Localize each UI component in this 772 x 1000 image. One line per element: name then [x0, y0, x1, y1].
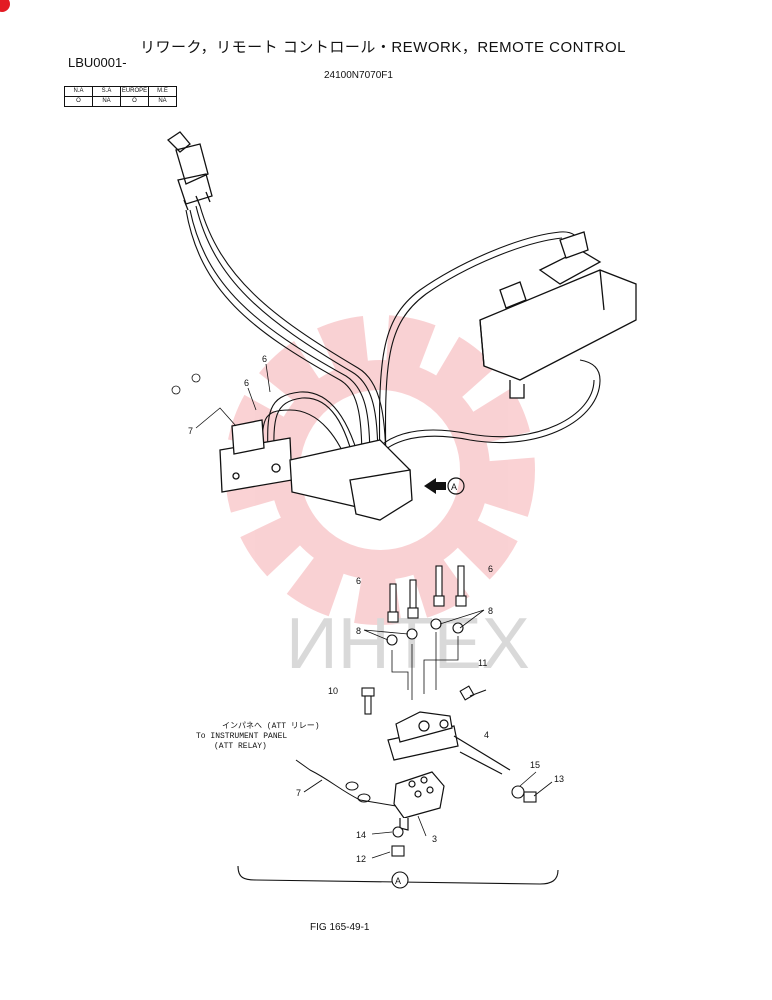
callout-6-lower: 6: [244, 378, 249, 388]
callout-7-lower: 7: [296, 788, 301, 798]
callout-6-right: 6: [488, 564, 493, 574]
view-arrow: [424, 477, 465, 495]
view-marker-top: A: [451, 482, 457, 492]
figure-number: FIG 165-49-1: [310, 922, 370, 933]
leader-lines-bottom: [371, 771, 553, 859]
callout-10: 10: [328, 686, 338, 696]
hose-fittings: [386, 565, 467, 646]
leader-lines-middle: [363, 609, 485, 700]
region-spec-table: N.A S.A EUROPE M.E O NA O NA: [64, 86, 177, 107]
mounting-bracket: [219, 419, 413, 521]
joystick-lever: [166, 131, 213, 211]
note-japanese: インパネへ (ATT リレー): [222, 721, 320, 731]
callout-14: 14: [356, 830, 366, 840]
bolts: [361, 685, 487, 715]
catalog-code: LBU0001-: [68, 55, 127, 70]
view-a-bracket: [237, 865, 559, 889]
callout-8-left: 8: [356, 626, 361, 636]
callout-7-upper: 7: [188, 426, 193, 436]
part-number: 24100N7070F1: [324, 70, 393, 81]
nuts-washers: [391, 785, 537, 857]
note-line-1: To INSTRUMENT PANEL: [196, 732, 287, 741]
callout-8-right: 8: [488, 606, 493, 616]
spec-header-row: N.A S.A EUROPE M.E: [64, 86, 177, 97]
view-marker-bottom: A: [395, 876, 401, 886]
wire-harness: [295, 759, 397, 807]
diagram-title: リワーク，リモート コントロール・REWORK，REMOTE CONTROL: [140, 39, 626, 56]
solenoid-valve: [393, 771, 445, 831]
callout-11: 11: [478, 658, 487, 668]
callout-15: 15: [530, 760, 540, 770]
control-valve: [479, 231, 637, 399]
spec-value-row: O NA O NA: [64, 96, 177, 107]
bracket-plate: [387, 711, 511, 775]
callout-4: 4: [484, 730, 489, 740]
corner-badge: [0, 0, 10, 12]
callout-12: 12: [356, 854, 366, 864]
callout-6-left: 6: [356, 576, 361, 586]
note-line-2: (ATT RELAY): [214, 742, 267, 751]
hydraulic-hoses: [185, 205, 601, 471]
spec-value-me: NA: [148, 96, 177, 107]
callout-6-upper: 6: [262, 354, 267, 364]
leader-lines-top: [171, 363, 271, 429]
callout-13: 13: [554, 774, 564, 784]
callout-3: 3: [432, 834, 437, 844]
